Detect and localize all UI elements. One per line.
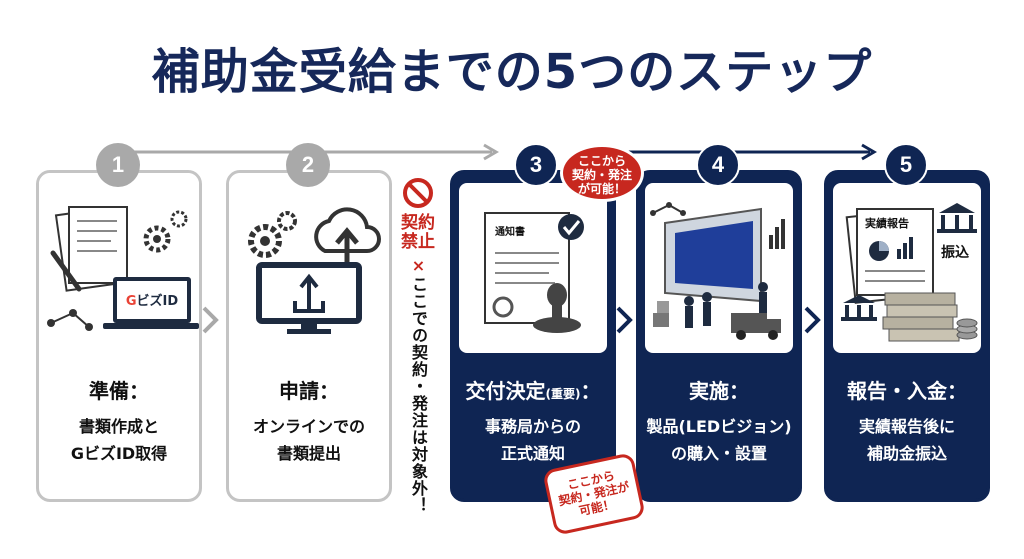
contract-allowed-bubble-top: ここから 契約・発注 が可能！	[560, 144, 644, 202]
page-title: 補助金受給までの5つのステップ	[151, 44, 873, 100]
stamp-icon	[533, 283, 581, 333]
bank-icon	[841, 295, 877, 321]
gear-icon	[248, 211, 297, 258]
step-2-number: 2	[286, 143, 330, 187]
step-3-illustration: 通知書	[459, 183, 607, 353]
step-2-heading: 申請：	[279, 379, 339, 403]
gear-icon	[143, 210, 188, 253]
step-3-card: 通知書 交付決定(重要)： 事務局からの 正式通知	[450, 170, 616, 502]
step-5-card: 実績報告 振込	[824, 170, 990, 502]
checkmark-icon	[558, 214, 584, 240]
chevron-right-icon	[616, 306, 633, 334]
step-5-number: 5	[884, 143, 928, 187]
step-3-description: 事務局からの 正式通知	[484, 417, 581, 463]
documents-icon	[54, 206, 128, 292]
network-icon	[650, 202, 686, 216]
report-document-icon: 実績報告	[845, 208, 934, 304]
notice-label: 通知書	[495, 225, 525, 238]
svg-text:GビズID: GビズID	[126, 293, 179, 309]
top-flow-line	[118, 143, 877, 161]
step-4-card: 実施： 製品(LEDビジョン) の購入・設置	[636, 170, 802, 502]
step-2-illustration	[229, 173, 389, 343]
step-1-card: GビズID 準備： 書類作成と GビズID取得	[36, 170, 202, 502]
chevron-right-icon	[202, 306, 219, 334]
seal-icon	[492, 296, 514, 318]
boxes-icon	[653, 301, 669, 327]
step-3-heading: 交付決定(重要)：	[465, 379, 601, 403]
pen-icon	[50, 250, 82, 292]
step-5-illustration: 実績報告 振込	[833, 183, 981, 353]
forbidden-label-2: 禁止	[401, 232, 435, 252]
forbidden-label-1: 契約	[401, 213, 435, 233]
step-4-heading: 実施：	[689, 379, 749, 403]
gbizid-screen-text: ビズID	[137, 293, 179, 309]
report-label: 実績報告	[865, 216, 909, 230]
step-2-card: 申請： オンラインでの 書類提出	[226, 170, 392, 502]
coins-icon	[956, 318, 978, 340]
step-4-illustration	[645, 183, 793, 353]
step-5-description: 実績報告後に 補助金振込	[858, 417, 955, 463]
forbidden-vertical-note: ×ここでの契約・発注は対象外！	[409, 256, 428, 514]
cloud-upload-icon	[314, 207, 381, 265]
step-1-description: 書類作成と GビズID取得	[70, 417, 168, 463]
transfer-label: 振込	[941, 244, 969, 261]
step-2-description: オンラインでの 書類提出	[252, 417, 365, 463]
truck-icon	[731, 313, 781, 340]
step-3-number: 3	[514, 143, 558, 187]
led-screen-icon	[664, 207, 762, 303]
workers-icon	[684, 282, 768, 328]
step-1-number: 1	[96, 143, 140, 187]
step-5-heading: 報告・入金：	[847, 379, 967, 403]
cash-stack-icon	[882, 292, 960, 342]
step-1-heading: 準備：	[89, 379, 149, 403]
step-4-number: 4	[696, 143, 740, 187]
step-4-description: 製品(LEDビジョン) の購入・設置	[646, 417, 792, 463]
step-1-illustration: GビズID	[39, 173, 199, 343]
network-icon	[47, 309, 93, 331]
chevron-right-icon	[804, 306, 821, 334]
bar-chart-icon	[769, 219, 785, 249]
bank-icon	[937, 203, 977, 233]
monitor-icon	[256, 262, 362, 334]
prohibited-icon	[403, 178, 433, 208]
laptop-icon: GビズID	[103, 277, 199, 329]
contract-forbidden-note: 契約 禁止 ×ここでの契約・発注は対象外！	[398, 176, 438, 514]
